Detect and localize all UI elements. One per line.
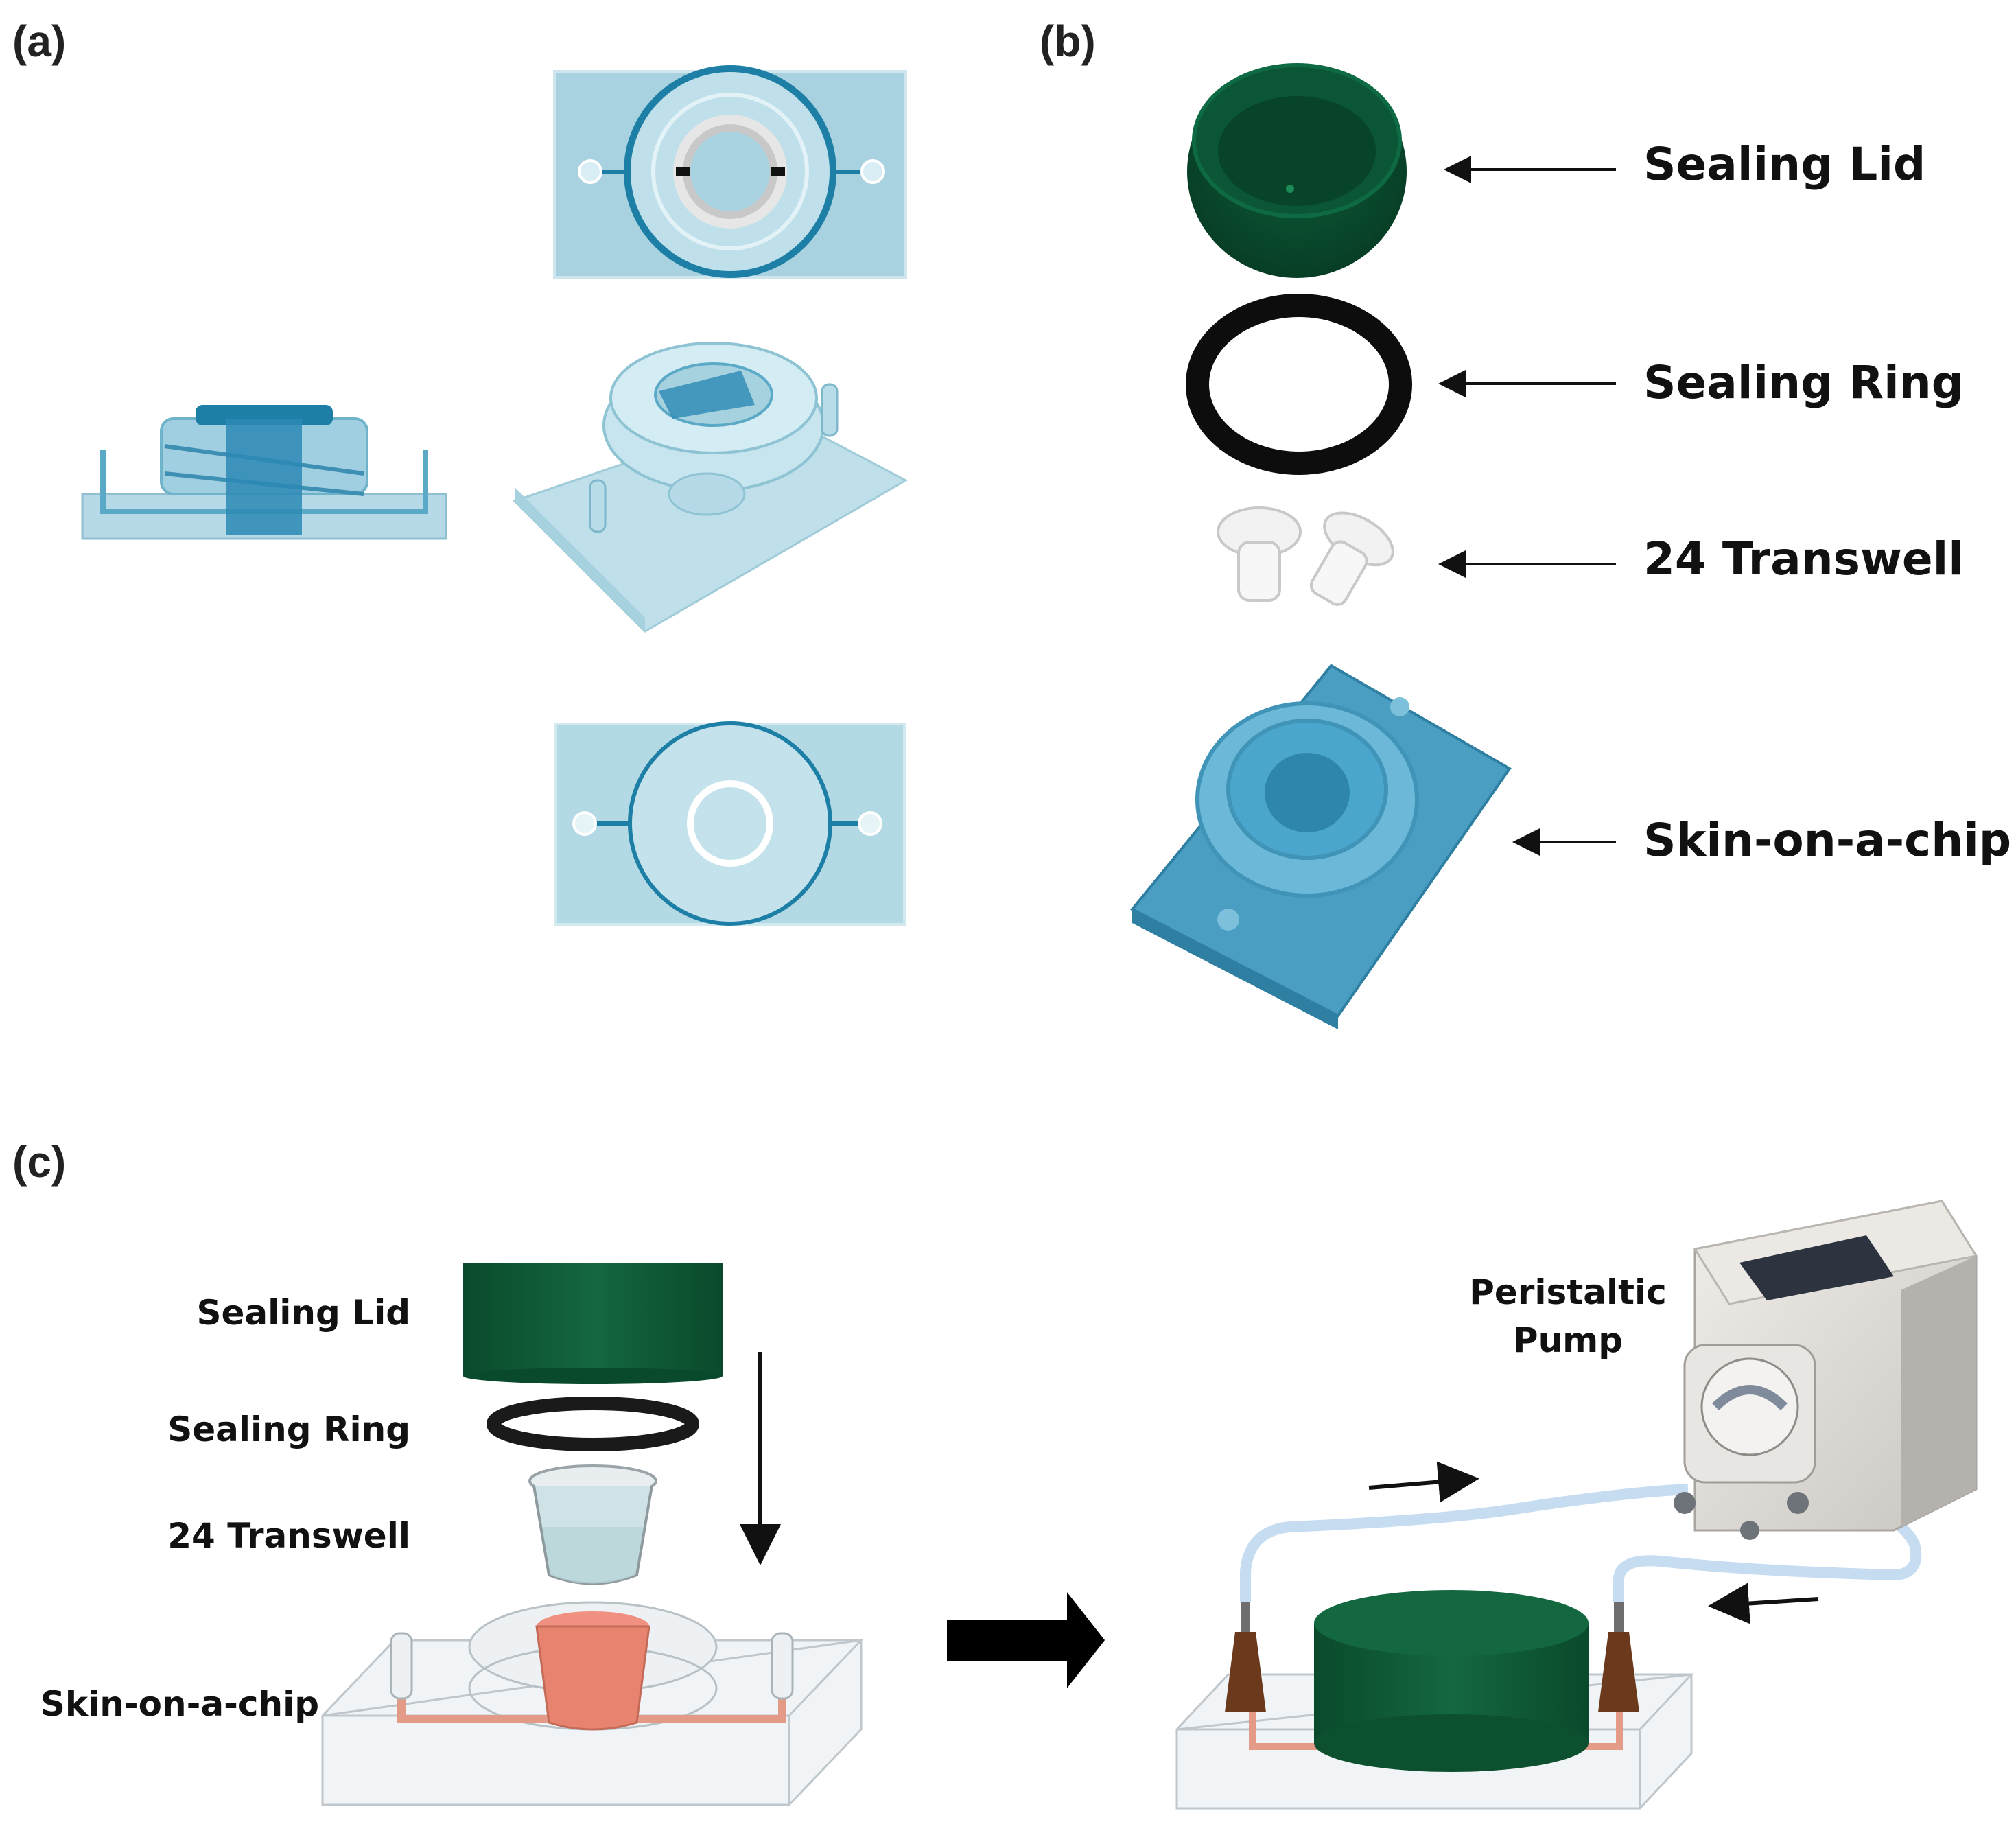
chip-bottom-view-render (554, 721, 906, 926)
pump-label-line2: Pump (1513, 1320, 1623, 1360)
assembly-to-setup-arrow (947, 1592, 1105, 1688)
flow-arrow-out (1708, 1583, 1819, 1624)
chip-isometric-render (513, 342, 909, 633)
transwell-label: 24 Transwell (1643, 533, 1964, 585)
pump-label-line1: Peristaltic (1469, 1272, 1667, 1312)
chip-top-view-render (553, 65, 907, 279)
chip-side-view-render (81, 405, 447, 540)
sealing-ring-label: Sealing Ring (1643, 356, 1964, 409)
assembly-transwell (528, 1464, 657, 1585)
sealing-ring-photo (1186, 294, 1412, 475)
sealing-lid-photo (1187, 63, 1407, 278)
panel-b-label: (b) (1040, 16, 1096, 66)
tubing-connector-right (1598, 1602, 1639, 1712)
tubing-outlet (1613, 1497, 1922, 1602)
assembly-label-transwell: 24 Transwell (167, 1516, 410, 1556)
assembly-sealing-lid (463, 1263, 723, 1384)
perfusion-setup-chip (1175, 1590, 1694, 1810)
transwell-inserts-photo (1217, 506, 1394, 606)
tubing-connector-left (1225, 1602, 1266, 1712)
skin-on-a-chip-photo (1129, 664, 1512, 1029)
panel-a-label: (a) (12, 16, 66, 66)
panel-c-label: (c) (12, 1137, 66, 1187)
assembly-label-ring: Sealing Ring (167, 1410, 410, 1449)
tubing-inlet (1240, 1484, 1689, 1602)
assembly-chip (321, 1601, 865, 1806)
sealing-lid-label: Sealing Lid (1643, 138, 1925, 191)
assembly-sealing-ring (487, 1397, 699, 1451)
peristaltic-pump-illustration (1674, 1200, 1978, 1540)
assembly-label-chip: Skin-on-a-chip (40, 1684, 319, 1724)
flow-arrow-in (1368, 1461, 1479, 1503)
assembly-label-lid: Sealing Lid (196, 1293, 410, 1333)
skin-chip-label: Skin-on-a-chip (1643, 814, 2011, 867)
